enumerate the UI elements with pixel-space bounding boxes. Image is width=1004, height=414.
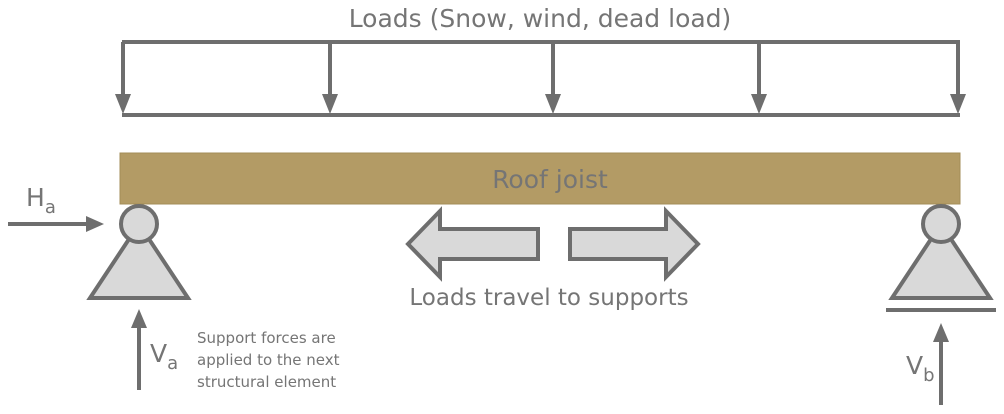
- loads-title: Loads (Snow, wind, dead load): [349, 4, 732, 33]
- right-roller-support: [886, 204, 996, 312]
- left-travel-arrow: [405, 206, 540, 282]
- load-arrow: [545, 42, 561, 114]
- load-arrow: [115, 42, 131, 114]
- roof-joist-label: Roof joist: [492, 165, 608, 194]
- support-forces-note: Support forces are applied to the next s…: [197, 329, 344, 391]
- va-arrow: [131, 309, 147, 390]
- left-support-pin: [119, 204, 159, 244]
- load-arrows: [115, 42, 966, 114]
- vb-arrow: [933, 323, 949, 405]
- ha-label: Ha: [26, 183, 56, 218]
- roof-joist-beam: [119, 152, 961, 205]
- right-support-triangle: [888, 220, 994, 300]
- vb-label-main: V: [906, 351, 923, 380]
- travel-label: Loads travel to supports: [409, 285, 688, 311]
- load-arrow: [751, 42, 767, 114]
- vb-label-sub: b: [923, 365, 934, 386]
- vb-label: Vb: [906, 351, 935, 386]
- support-note-line: structural element: [197, 373, 336, 391]
- load-arrow: [322, 42, 338, 114]
- load-arrow: [950, 42, 966, 114]
- distributed-load: [122, 40, 960, 117]
- right-travel-arrow: [568, 206, 701, 282]
- left-pin-support: [86, 204, 192, 300]
- ha-label-sub: a: [45, 197, 56, 218]
- support-note-line: Support forces are: [197, 329, 336, 347]
- ha-arrow: [8, 216, 104, 232]
- va-label-sub: a: [167, 353, 178, 374]
- left-support-triangle: [86, 220, 192, 300]
- va-label-main: V: [150, 339, 167, 368]
- va-label: Va: [150, 339, 178, 374]
- support-note-line: applied to the next: [197, 351, 340, 369]
- ha-label-main: H: [26, 183, 45, 212]
- right-support-pin: [921, 204, 961, 244]
